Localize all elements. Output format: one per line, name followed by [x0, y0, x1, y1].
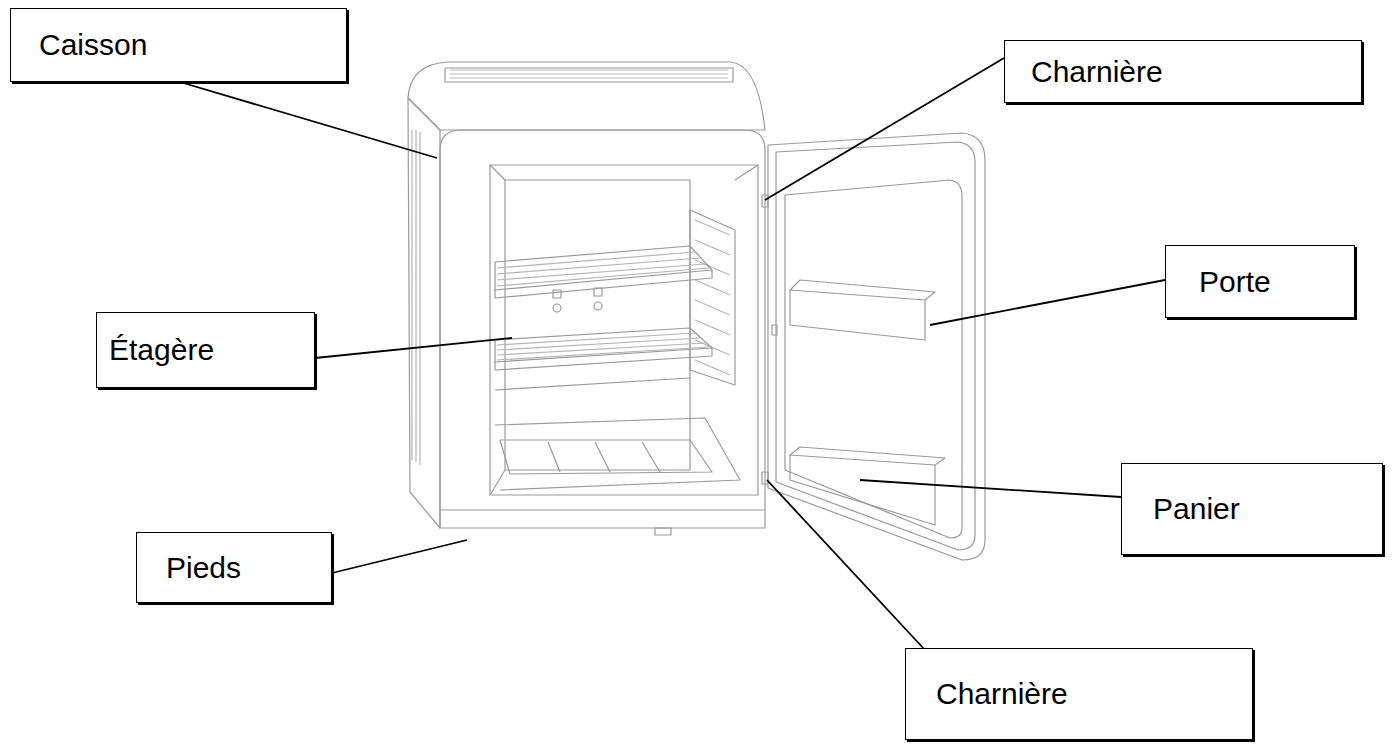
callout-box: Caisson [10, 8, 347, 82]
part-name: Pieds [166, 551, 241, 585]
part-name: Panier [1153, 492, 1240, 526]
door-gasket [776, 142, 975, 550]
bottom-tray [500, 440, 712, 474]
door-shelf [790, 290, 925, 340]
callout-box: Étagère [96, 312, 315, 388]
leader-line [765, 58, 1004, 200]
cabinet-side [408, 98, 440, 528]
hinge [762, 472, 768, 484]
foot [655, 528, 671, 535]
back-detail [594, 302, 602, 310]
cabinet-front [440, 130, 765, 528]
inner-corners [490, 165, 758, 495]
back-detail [594, 288, 602, 296]
leader-line [180, 82, 437, 158]
hinge [762, 195, 768, 207]
upper-shelf [495, 246, 712, 290]
top-vent-hatch [450, 70, 728, 78]
top-vent [445, 68, 733, 82]
part-name: Étagère [109, 333, 214, 367]
leader-line [315, 338, 512, 358]
leader-line [860, 480, 1121, 497]
shelf-rail [690, 210, 735, 385]
door-outer [768, 133, 985, 560]
callout-box: Pieds [136, 532, 332, 603]
part-name: Charnière [936, 677, 1068, 711]
back-line [495, 378, 690, 390]
cabinet-base [440, 509, 765, 510]
callout-box: Charnière [905, 648, 1253, 740]
leader-line [930, 280, 1165, 325]
door-shelf-top [790, 280, 935, 300]
callout-box: Charnière [1004, 40, 1362, 103]
back-detail [553, 290, 561, 298]
part-name: Charnière [1031, 55, 1163, 89]
part-name: Caisson [39, 28, 147, 62]
cabinet-opening [490, 165, 758, 495]
lower-shelf-edge [495, 348, 712, 370]
part-name: Porte [1199, 265, 1271, 299]
tray-dividers [548, 442, 660, 472]
door-latch [772, 325, 777, 335]
callout-box: Panier [1121, 463, 1383, 555]
upper-shelf-edge [495, 270, 712, 298]
side-vents [412, 130, 420, 465]
lower-shelf [495, 328, 712, 362]
inner-back-wall [505, 180, 690, 470]
door-basket [790, 455, 935, 525]
callout-box: Porte [1165, 245, 1355, 318]
lower-shelf-wires [497, 333, 709, 360]
cabinet-top [408, 62, 765, 130]
leader-line [332, 540, 467, 573]
leader-line [767, 480, 925, 650]
back-detail [553, 304, 561, 312]
door-basket-top [790, 447, 945, 465]
tray-rim [495, 418, 740, 490]
